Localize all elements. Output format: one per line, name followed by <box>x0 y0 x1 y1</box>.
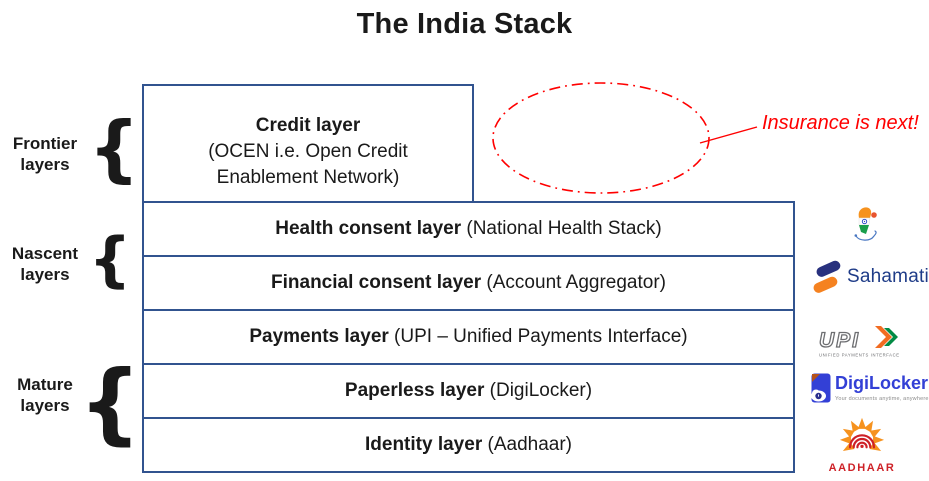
nascent-brace: { <box>88 225 132 295</box>
sahamati-wordmark: Sahamati <box>847 266 929 287</box>
aadhaar-logo: AADHAAR <box>824 416 900 474</box>
credit-layer-box: Credit layer (OCEN i.e. Open Credit Enab… <box>142 84 474 203</box>
stack-rows: Health consent layer (National Health St… <box>142 201 795 473</box>
aadhaar-sun-fingerprint-icon <box>839 417 885 455</box>
payments-layer-row: Payments layer (UPI – Unified Payments I… <box>142 309 795 365</box>
credit-layer-title: Credit layer <box>255 114 361 136</box>
health-consent-layer-row: Health consent layer (National Health St… <box>142 201 795 257</box>
frontier-layers-label: Frontier layers <box>12 134 78 174</box>
national-health-stack-logo <box>854 207 877 241</box>
frontier-brace: { <box>88 106 140 190</box>
page-title: The India Stack <box>356 8 573 40</box>
aadhaar-wordmark: AADHAAR <box>828 462 896 474</box>
mature-layers-label: Mature layers <box>17 375 73 415</box>
financial-consent-layer-row: Financial consent layer (Account Aggrega… <box>142 255 795 311</box>
digilocker-document-lock-icon <box>811 373 831 403</box>
digilocker-wordmark: DigiLocker <box>835 373 929 393</box>
credit-layer-subtitle: (OCEN i.e. Open Credit Enablement Networ… <box>208 140 408 188</box>
sahamati-mark-icon <box>813 260 841 293</box>
digilocker-tagline: Your documents anytime, anywhere <box>835 396 929 402</box>
insurance-next-label: Insurance is next! <box>762 112 919 134</box>
nascent-layers-label: Nascent layers <box>11 244 79 284</box>
identity-layer-row: Identity layer (Aadhaar) <box>142 417 795 473</box>
upi-logo: UPI UNIFIED PAYMENTS INTERFACE <box>818 326 900 358</box>
digilocker-logo: DigiLocker Your documents anytime, anywh… <box>810 372 929 406</box>
mature-brace: { <box>78 351 142 454</box>
sahamati-logo: Sahamati <box>812 260 929 294</box>
paperless-layer-row: Paperless layer (DigiLocker) <box>142 363 795 419</box>
upi-wordmark: UPI <box>819 329 860 352</box>
upi-tagline: UNIFIED PAYMENTS INTERFACE <box>819 353 900 358</box>
